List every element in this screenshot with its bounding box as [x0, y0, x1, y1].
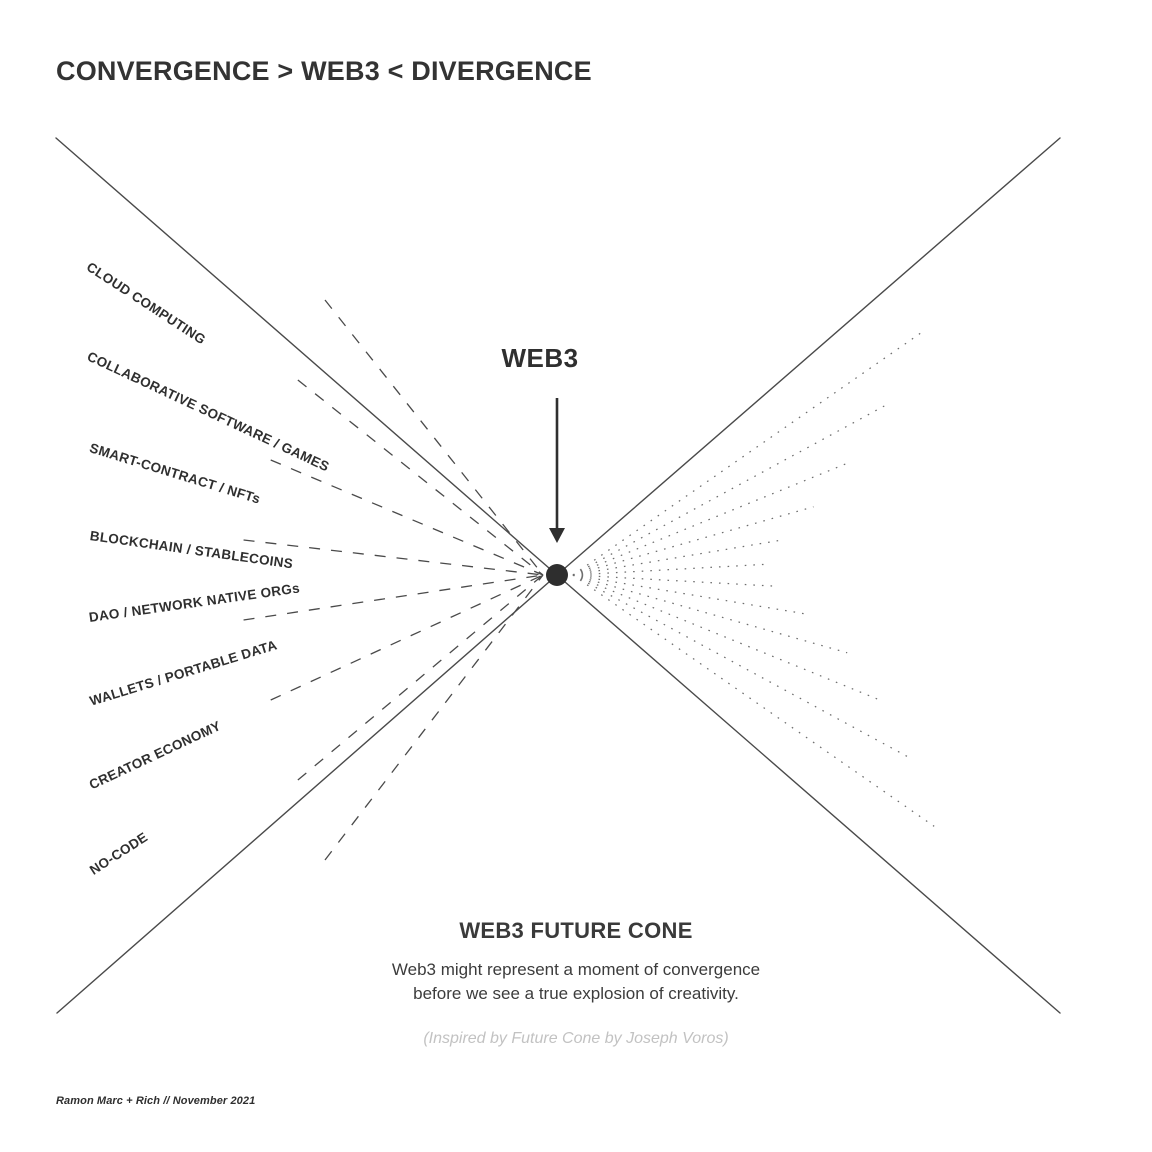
diverging-ray-5 — [572, 563, 768, 576]
diverging-ray-0 — [572, 328, 927, 576]
converging-ray-0 — [324, 299, 544, 576]
caption-body: Web3 might represent a moment of converg… — [0, 958, 1152, 1006]
arrow-head — [549, 528, 565, 543]
converging-dashed-rays — [243, 299, 544, 861]
web3-node-dot — [546, 564, 568, 586]
web3-pointer-arrow — [549, 398, 565, 543]
page-title: CONVERGENCE > WEB3 < DIVERGENCE — [56, 56, 592, 86]
cone-edge-0 — [55, 137, 558, 576]
caption-body-line-2: before we see a true explosion of creati… — [413, 984, 739, 1004]
converging-ray-2 — [270, 459, 544, 576]
converging-ray-4 — [243, 574, 544, 621]
diverging-ray-11 — [572, 574, 935, 827]
cone-outline-lines — [55, 137, 1061, 1014]
web3-node-label-text: WEB3 — [501, 343, 579, 373]
cone-edge-1 — [556, 137, 1061, 576]
diverging-ray-4 — [572, 539, 781, 576]
diverging-ray-2 — [572, 461, 852, 576]
diverging-ray-6 — [572, 574, 778, 587]
web3-node-label: WEB3 — [0, 343, 1152, 374]
caption-credit: (Inspired by Future Cone by Joseph Voros… — [423, 1030, 729, 1048]
converging-ray-5 — [270, 574, 544, 701]
diverging-ray-8 — [572, 574, 848, 654]
caption-block: WEB3 FUTURE CONE Web3 might represent a … — [0, 918, 1152, 1048]
converging-ray-1 — [297, 379, 544, 576]
diverging-ray-9 — [572, 574, 879, 701]
converging-ray-3 — [243, 539, 544, 576]
diverging-ray-10 — [572, 574, 908, 757]
diverging-ray-1 — [572, 402, 890, 576]
cone-edge-2 — [56, 574, 558, 1014]
converging-ray-6 — [297, 574, 544, 781]
diverging-dotted-rays — [572, 328, 935, 827]
footer-byline: Ramon Marc + Rich // November 2021 — [56, 1095, 256, 1107]
web3-center-node — [546, 564, 568, 586]
diverging-ray-7 — [572, 574, 810, 616]
converging-ray-7 — [324, 574, 544, 861]
cone-edge-3 — [556, 574, 1061, 1014]
caption-body-line-1: Web3 might represent a moment of converg… — [391, 960, 761, 979]
caption-heading: WEB3 FUTURE CONE — [459, 918, 693, 943]
